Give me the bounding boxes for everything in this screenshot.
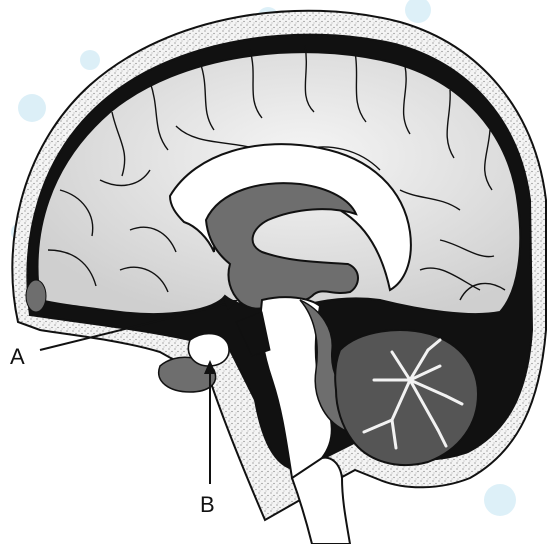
cerebellum bbox=[335, 330, 478, 465]
label-a: A bbox=[10, 344, 25, 369]
label-b: B bbox=[200, 492, 215, 517]
pituitary-region bbox=[188, 334, 229, 366]
sinus-left bbox=[26, 280, 46, 312]
